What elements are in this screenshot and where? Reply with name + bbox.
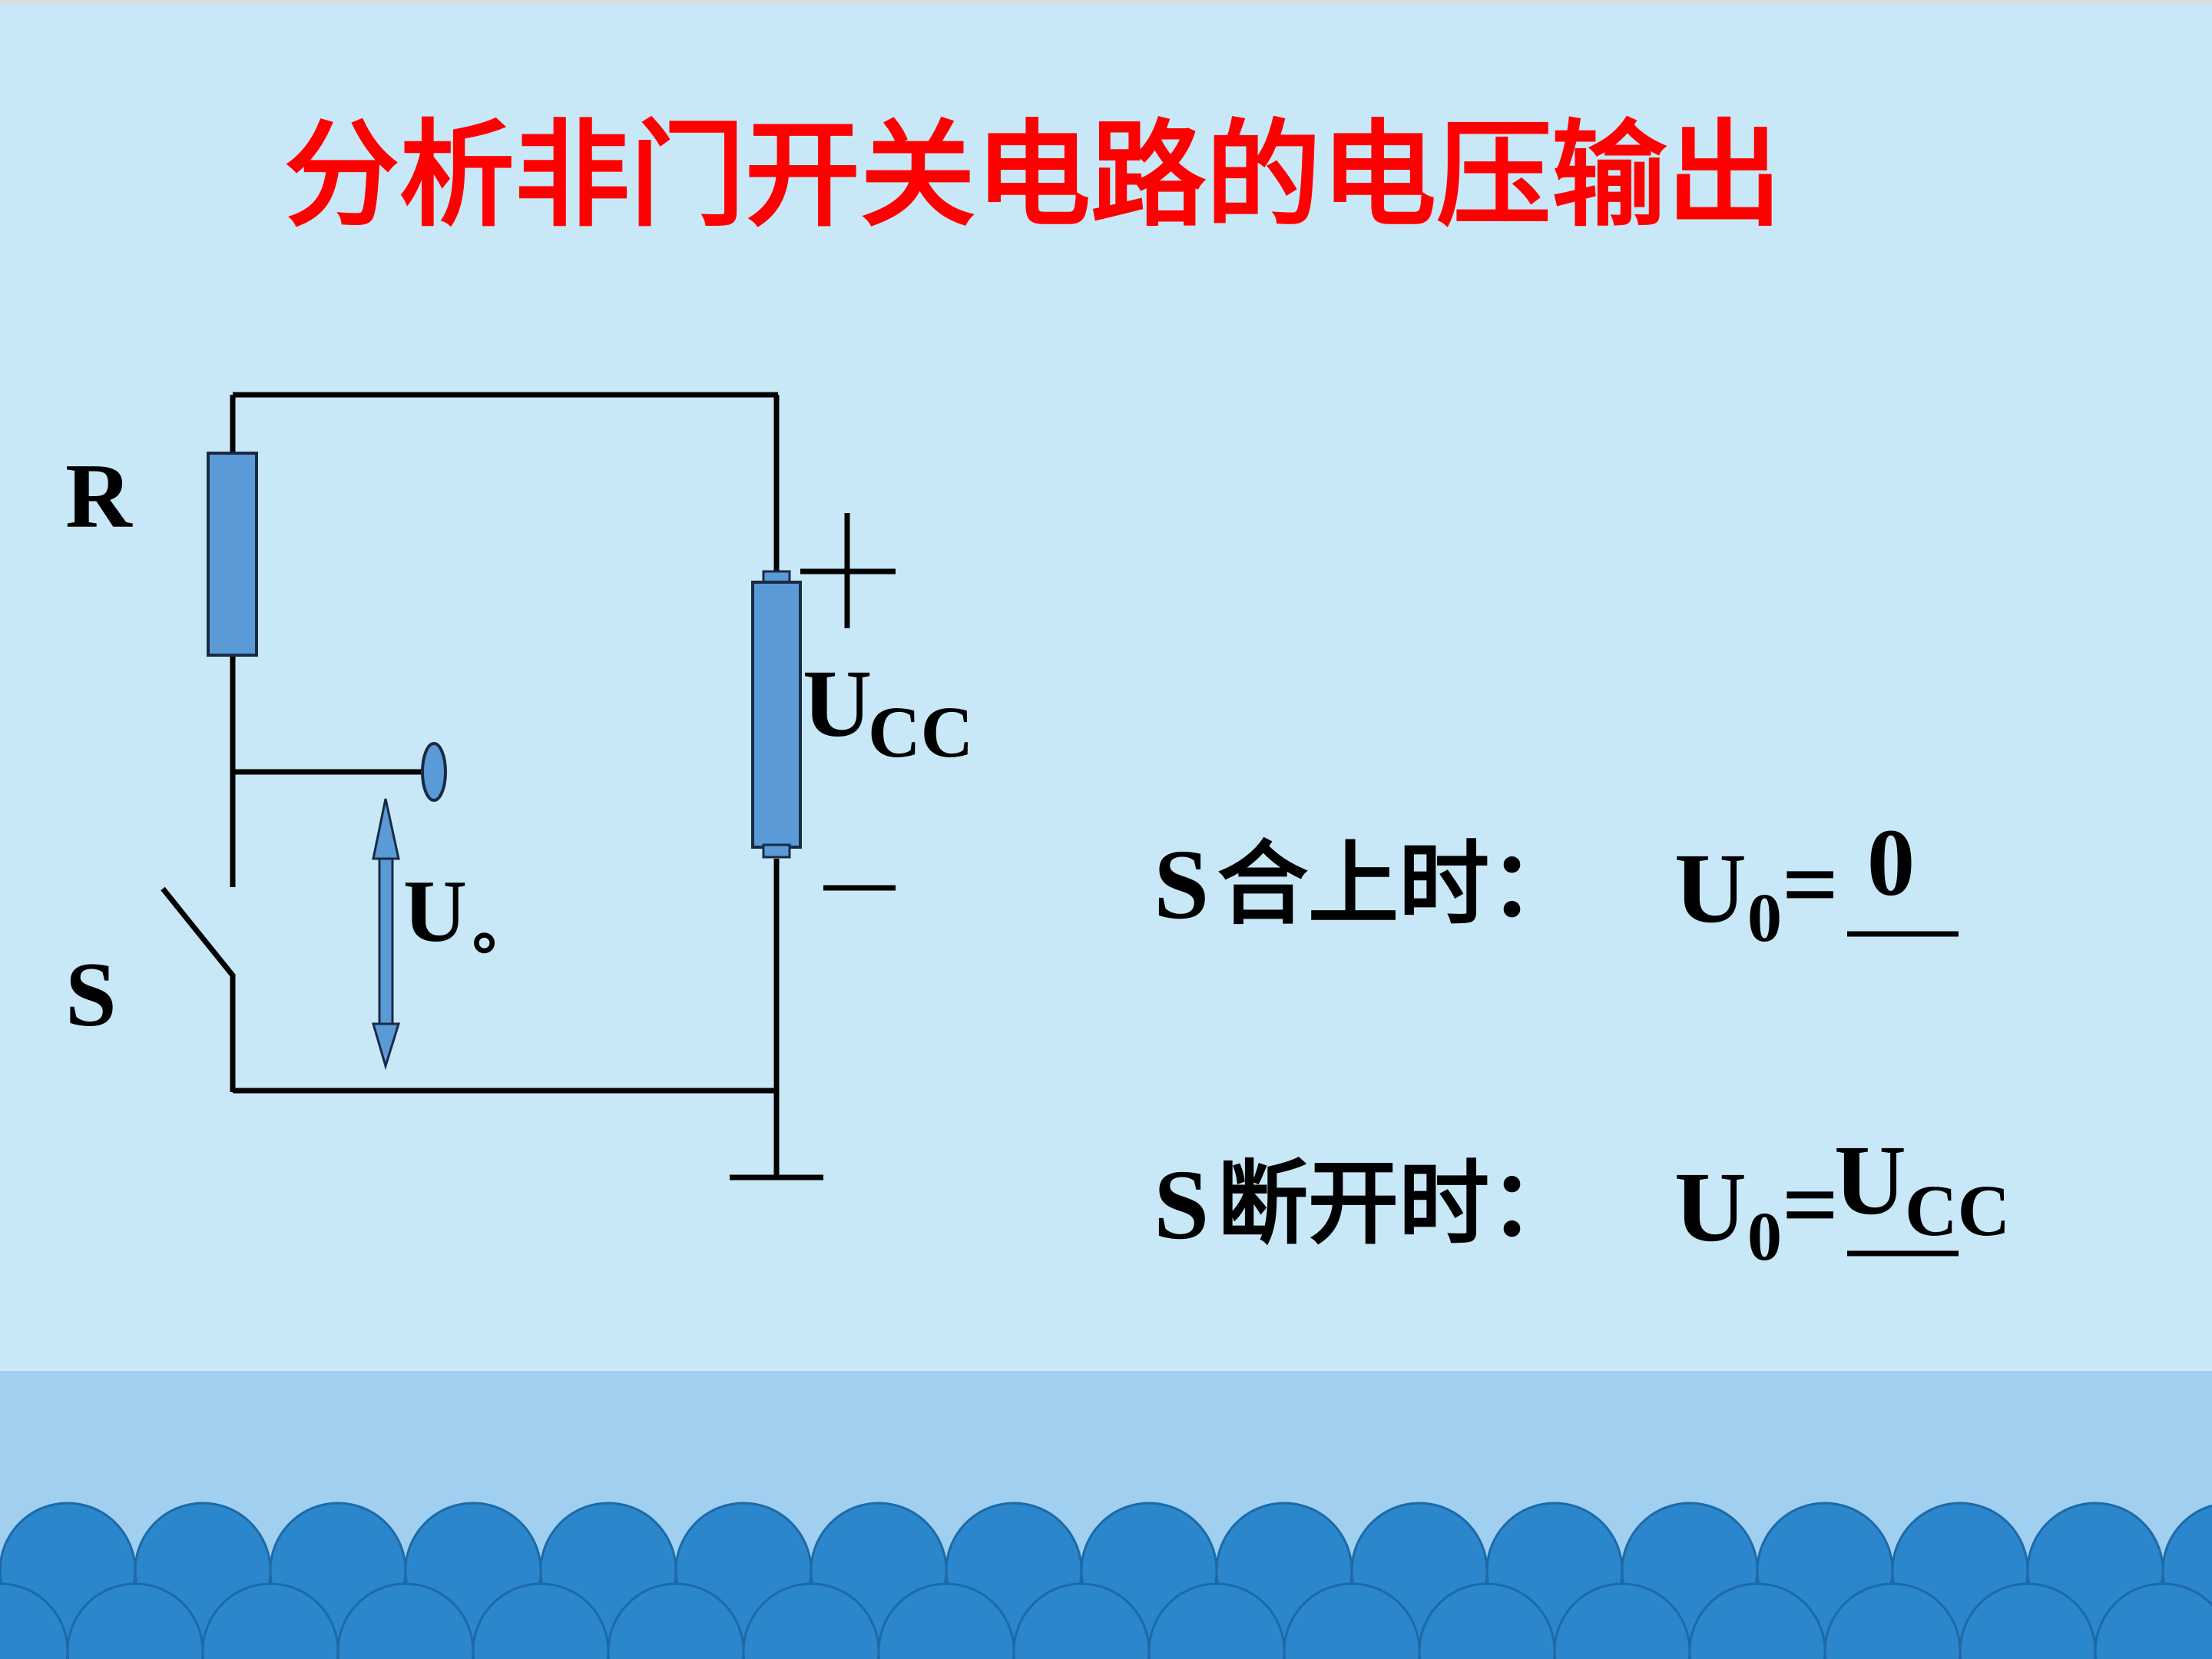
output-terminal <box>421 742 447 802</box>
ucc-subscript: CC <box>868 691 973 773</box>
slide-title: 分析非门开关电路的电压输出 <box>284 108 1782 243</box>
circuit-diagram <box>161 392 896 1181</box>
arrow-head-down <box>372 1022 401 1071</box>
open-condition: 断开时： <box>1217 1151 1580 1257</box>
ucc-main: U <box>803 651 872 757</box>
resistor-label: R <box>65 445 133 547</box>
open-answer-u: U <box>1834 1125 1906 1236</box>
open-u: U <box>1674 1152 1747 1263</box>
closed-u: U <box>1674 833 1747 944</box>
ucc-label: U CC <box>803 651 973 773</box>
switch-label: S <box>65 943 117 1045</box>
scallop <box>2094 1582 2212 1659</box>
answer-closed: S 合上时： U 0 = 0 <box>1154 810 1959 956</box>
open-u-subscript: 0 <box>1747 1199 1782 1275</box>
uo-main: U <box>403 863 467 960</box>
arrow-head-up <box>372 798 400 860</box>
open-s: S <box>1154 1150 1209 1260</box>
scallop-row-front <box>0 1582 2212 1659</box>
uo-label: U <box>403 863 467 960</box>
power-source <box>751 581 802 849</box>
answer-open: S 断开时： U 0 = U CC <box>1154 1125 2010 1275</box>
power-source-cap-bottom <box>762 843 791 859</box>
output-voltage-arrow <box>372 798 401 1071</box>
closed-answer: 0 <box>1867 810 1916 916</box>
top-border <box>0 0 2212 4</box>
closed-u-subscript: 0 <box>1747 880 1782 956</box>
switch-blade <box>161 886 235 978</box>
closed-s: S <box>1154 830 1209 940</box>
resistor-r <box>207 452 258 657</box>
uo-subscript: 。 <box>472 892 534 963</box>
open-answer-subscript: CC <box>1905 1170 2010 1251</box>
open-equals: = <box>1782 1150 1839 1260</box>
closed-condition: 合上时： <box>1217 831 1580 937</box>
arrow-shaft <box>378 855 394 1027</box>
closed-equals: = <box>1782 830 1839 940</box>
